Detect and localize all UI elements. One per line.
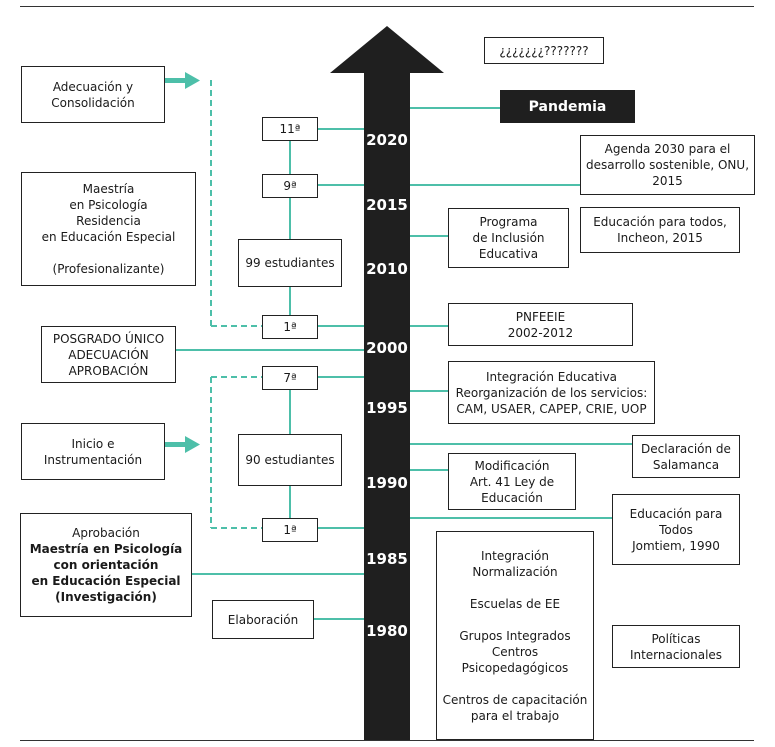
maestria-residencia-box: Maestría en Psicología Residencia en Edu…	[21, 172, 196, 286]
adecuacion-box: Adecuación y Consolidación	[21, 66, 165, 123]
integracion-educativa-box: Integración Educativa Reorganización de …	[448, 361, 655, 424]
pandemia-box: Pandemia	[500, 90, 635, 123]
pnfeeie-box: PNFEEIE 2002-2012	[448, 303, 633, 346]
generation-9-box: 9ª	[262, 174, 318, 198]
generation-11-box: 11ª	[262, 117, 318, 141]
inicio-box: Inicio e Instrumentación	[21, 423, 165, 480]
elaboracion-box: Elaboración	[212, 600, 314, 639]
aprobacion-box: Aprobación Maestría en Psicología con or…	[20, 513, 192, 617]
posgrado-box: POSGRADO ÚNICO ADECUACIÓN APROBACIÓN	[41, 326, 176, 383]
year-label: 2000	[366, 339, 408, 357]
year-label: 2010	[366, 260, 408, 278]
programa-inclusion-box: Programa de Inclusión Educativa	[448, 208, 569, 268]
year-label: 1980	[366, 622, 408, 640]
year-label: 2015	[366, 196, 408, 214]
aprobacion-program: Maestría en Psicología con orientación e…	[29, 542, 183, 604]
question-box: ¿¿¿¿¿¿¿???????	[484, 37, 604, 64]
generation-7-box: 7ª	[262, 366, 318, 390]
year-label: 1995	[366, 399, 408, 417]
generation-1-top-box: 1ª	[262, 315, 318, 339]
agenda2030-box: Agenda 2030 para el desarrollo sostenibl…	[580, 135, 755, 195]
historical-concepts-box: Integración Normalización Escuelas de EE…	[436, 531, 594, 740]
students-90-box: 90 estudiantes	[238, 434, 342, 486]
bottom-rule	[20, 740, 754, 741]
salamanca-box: Declaración de Salamanca	[632, 435, 740, 478]
top-rule	[20, 6, 754, 7]
students-99-box: 99 estudiantes	[238, 239, 342, 287]
politicas-internacionales-box: Políticas Internacionales	[612, 625, 740, 668]
aprobacion-title: Aprobación	[72, 526, 140, 540]
modificacion-box: Modificación Art. 41 Ley de Educación	[448, 453, 576, 510]
timeline-arrow	[330, 26, 444, 740]
incheon-box: Educación para todos, Incheon, 2015	[580, 207, 740, 253]
year-label: 1985	[366, 550, 408, 568]
generation-1-bottom-box: 1ª	[262, 518, 318, 542]
year-label: 2020	[366, 131, 408, 149]
year-label: 1990	[366, 474, 408, 492]
jomtiem-box: Educación para Todos Jomtiem, 1990	[612, 494, 740, 565]
